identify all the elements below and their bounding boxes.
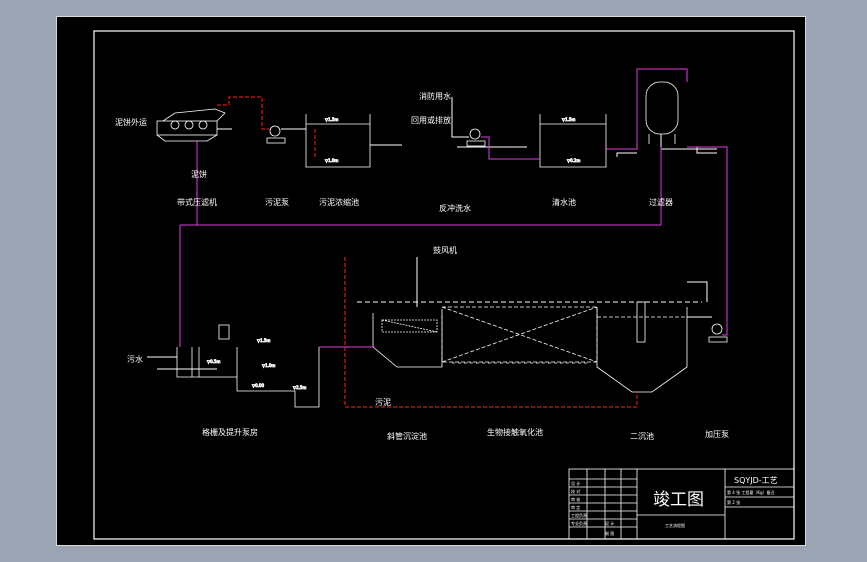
svg-text:▽0.2m: ▽0.2m [567,158,580,163]
label-inclined-tube: 斜管沉淀池 [387,431,427,441]
bottom-row-pipes [147,257,728,408]
title-row-3: 审 核 [571,496,580,502]
svg-text:▽1.5m: ▽1.5m [325,117,338,122]
label-reuse-discharge: 回用或排放 [411,115,451,125]
svg-text:▽1.0m: ▽1.0m [262,363,275,368]
clear-water-pool: ▽1.5m ▽0.2m [539,114,607,168]
drawing-sheet: ▽1.5m ▽1.0m ▽1.5m ▽0.2m [56,16,806,546]
drawing-code: SQYJD-工艺 [734,476,778,485]
grille-pump-room: ▽1.5m ▽0.5m ▽1.0m ▽0.00 ▽2.5m [176,324,320,408]
label-secondary-settler: 二沉池 [630,431,654,441]
booster-pump [708,323,728,343]
drawing-main-title: 竣工图 [653,490,704,510]
label-booster-pump: 加压泵 [705,429,729,439]
reuse-pump [466,128,486,147]
pressure-filter-vessel [645,81,679,144]
sludge-pump [266,125,286,144]
label-grille-pump-room: 格栅及提升泵房 [202,427,258,437]
title-row-8: 制 图 [605,530,614,536]
label-bio-contact: 生物接触氧化池 [487,427,543,437]
drawing-sheet-row: 第 2 张 [727,499,740,505]
label-belt-press: 带式压滤机 [177,197,217,207]
label-sludge-stack: 泥饼 [191,169,207,179]
top-row-pipes [179,68,728,347]
title-row-1: 设 计 [571,480,580,486]
label-sewage: 污水 [127,354,143,364]
svg-text:▽1.0m: ▽1.0m [325,158,338,163]
sludge-thickener-tank: ▽1.5m ▽1.0m [305,114,371,168]
title-row-5: 工程负责 [571,512,587,518]
title-row-4: 审 定 [571,504,580,510]
bio-contact-tank [441,306,598,364]
inner-frame [93,30,795,540]
svg-text:▽0.00: ▽0.00 [252,383,264,388]
title-row-6: 专业负责 [571,520,587,526]
process-flow-diagram: ▽1.5m ▽1.0m ▽1.5m ▽0.2m [93,30,795,540]
label-blower: 鼓风机 [433,245,457,255]
svg-text:▽0.5m: ▽0.5m [207,359,220,364]
label-sludge-out: 泥饼外运 [115,117,147,127]
svg-text:▽2.5m: ▽2.5m [293,385,306,390]
title-block [568,468,795,540]
label-backwash: 反冲洗水 [439,203,471,213]
drawing-name: 工艺流程图 [665,522,685,528]
label-sludge-thickener: 污泥浓缩池 [319,197,359,207]
label-fire-water: 消防用水 [419,91,451,101]
svg-text:▽1.5m: ▽1.5m [562,117,575,122]
label-sludge-line: 污泥 [375,397,391,407]
drawing-scale-row: 第 4 张 工程量（Kg）备注 [727,489,775,495]
label-clear-pool: 清水池 [552,197,576,207]
belt-press-equipment [156,108,226,142]
svg-text:▽1.5m: ▽1.5m [257,338,270,343]
label-sludge-pump: 污泥泵 [265,197,289,207]
inclined-tube-settler [372,313,443,368]
secondary-settler [596,301,688,393]
label-filter: 过滤器 [649,197,673,207]
title-row-2: 校 对 [571,488,580,494]
title-row-7: 设 计 [605,520,614,526]
